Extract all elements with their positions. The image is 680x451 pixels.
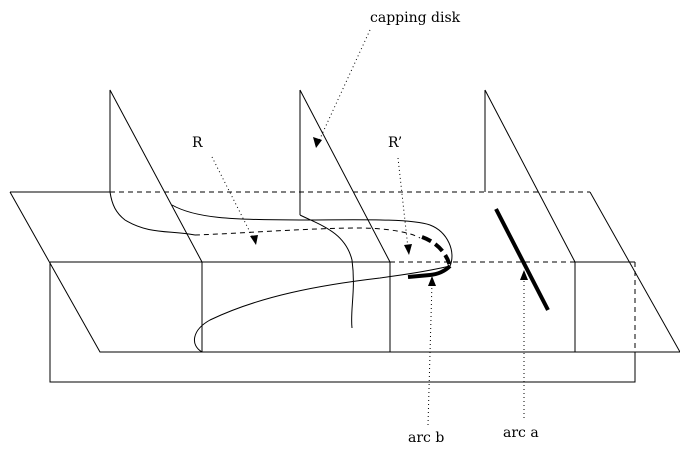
region-R-dashed-boundary — [194, 227, 421, 239]
R-prime-label: R’ — [388, 135, 402, 151]
front-box — [49, 262, 636, 383]
arc-b — [407, 264, 452, 279]
arc-a — [494, 208, 550, 311]
capping-disk-leader — [317, 29, 371, 144]
vertical-plane-3 — [484, 89, 576, 352]
R-prime-arrowhead — [404, 244, 412, 255]
capping-disk-surface — [109, 191, 196, 236]
arc-a-arrowhead — [520, 270, 528, 280]
R-leader — [211, 156, 255, 241]
R-label: R — [192, 135, 203, 151]
vertical-plane-1 — [109, 89, 203, 352]
arc-b-label: arc b — [408, 430, 444, 446]
arc-a-label: arc a — [503, 425, 539, 441]
arc-b-leader — [427, 281, 433, 426]
R-arrowhead — [250, 235, 258, 245]
vertical-plane-2 — [299, 89, 391, 352]
region-R-inner-loop — [299, 214, 354, 329]
arc-b-arrowhead — [428, 276, 436, 286]
region-R-lower-boundary — [194, 265, 451, 353]
capping-disk-label: capping disk — [370, 10, 461, 26]
region-R-upper-boundary-curve — [429, 224, 453, 267]
arc-b-dashed-part — [421, 235, 452, 267]
horizontal-plane — [9, 191, 680, 353]
R-prime-leader — [397, 157, 409, 249]
region-R-upper-boundary — [171, 204, 431, 226]
capping-disk-arrowhead — [313, 137, 322, 148]
